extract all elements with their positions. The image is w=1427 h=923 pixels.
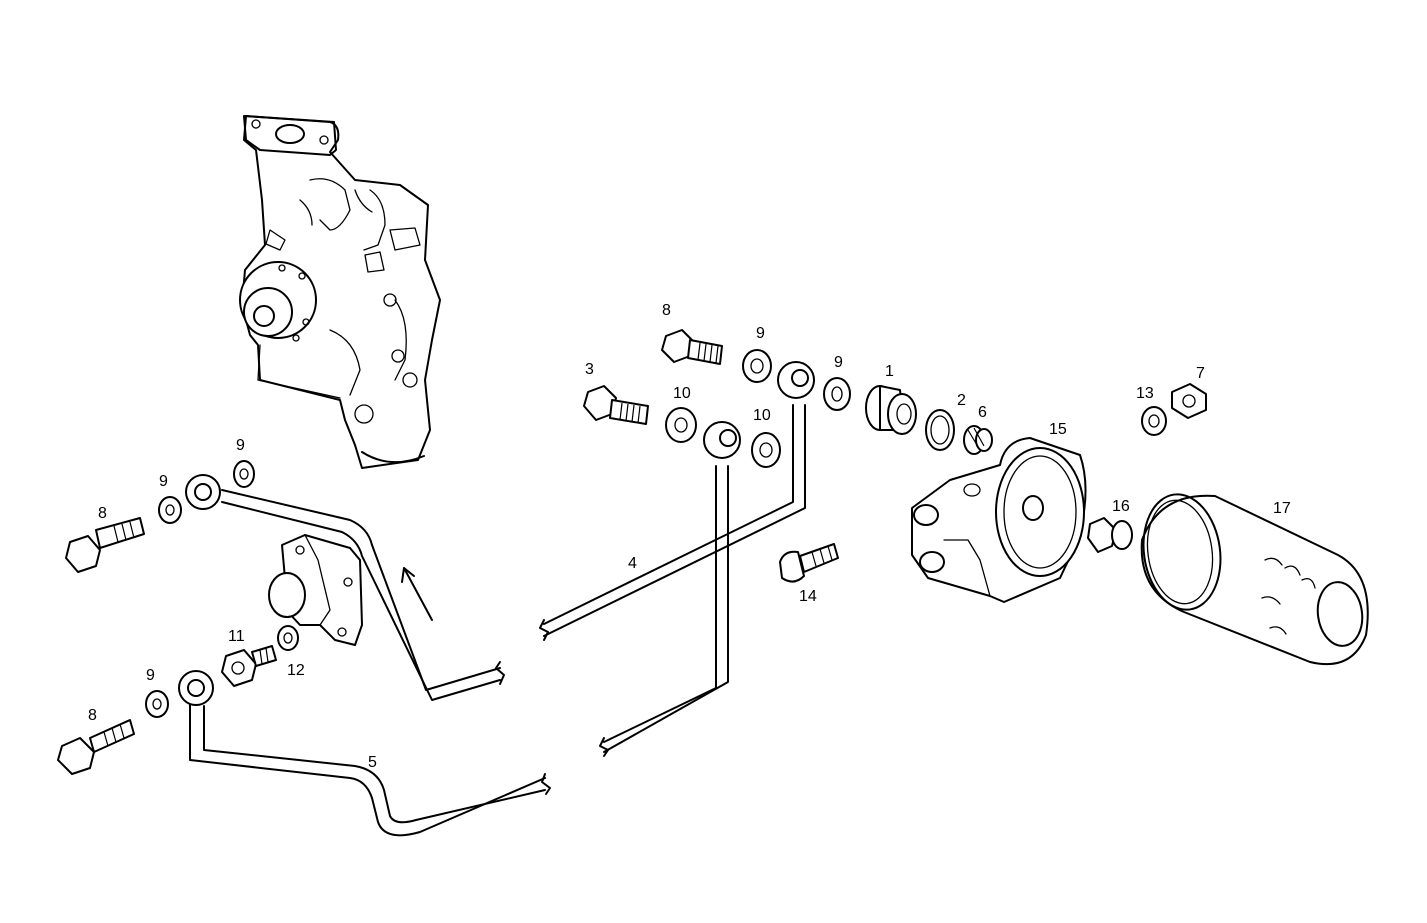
nut-drawing	[1171, 383, 1207, 419]
callout-8-top: 8	[662, 302, 671, 319]
banjo-bolt-upper-drawing	[583, 385, 649, 425]
callout-9-left-a: 9	[236, 437, 245, 454]
pump-outlet-housing	[268, 534, 363, 646]
callout-9-top-a: 9	[756, 325, 765, 342]
banjo-bolt-left-upper-drawing	[65, 517, 145, 573]
mounting-bolt-drawing	[779, 543, 839, 583]
callout-9-top-b: 9	[834, 354, 843, 371]
banjo-bolt-left-lower-drawing	[57, 719, 135, 775]
oil-pipe-left-upper	[185, 474, 505, 701]
filter-nipple-drawing	[1087, 517, 1133, 553]
seal-ring-drawing	[925, 409, 955, 451]
callout-10-b: 10	[753, 407, 771, 424]
callout-5: 5	[368, 754, 377, 771]
callout-11: 11	[228, 628, 245, 645]
threaded-nipple-drawing	[963, 425, 993, 455]
callout-2: 2	[957, 392, 966, 409]
union-fitting-drawing	[221, 645, 277, 687]
callout-9-left-b: 9	[159, 473, 168, 490]
filter-bracket-drawing	[911, 437, 1087, 603]
callout-14: 14	[799, 588, 817, 605]
callout-labels: 1 2 3 4 5 6 7 8 8 8 9 9 9 9 9 10 10 11 1…	[88, 302, 1291, 771]
oil-pipe-left-lower	[178, 670, 551, 837]
callout-13: 13	[1136, 385, 1154, 402]
banjo-bolt-top-drawing	[661, 329, 723, 365]
callout-3: 3	[585, 361, 594, 378]
adapter-fitting-drawing	[865, 385, 917, 435]
washers-drawing	[145, 349, 1167, 718]
callout-16: 16	[1112, 498, 1130, 515]
oil-filter-drawing	[1140, 493, 1369, 666]
callout-4: 4	[628, 555, 637, 572]
water-pump-drawing	[239, 115, 441, 469]
callout-8-left-lower: 8	[88, 707, 97, 724]
callout-1: 1	[885, 363, 894, 380]
callout-7: 7	[1196, 365, 1205, 382]
callout-10-a: 10	[673, 385, 691, 402]
callout-9-left-c: 9	[146, 667, 155, 684]
callout-8-left-upper: 8	[98, 505, 107, 522]
oil-pipe-center	[539, 361, 815, 757]
callout-17: 17	[1273, 500, 1291, 517]
callout-6: 6	[978, 404, 987, 421]
callout-12: 12	[287, 662, 305, 679]
callout-15: 15	[1049, 421, 1067, 438]
